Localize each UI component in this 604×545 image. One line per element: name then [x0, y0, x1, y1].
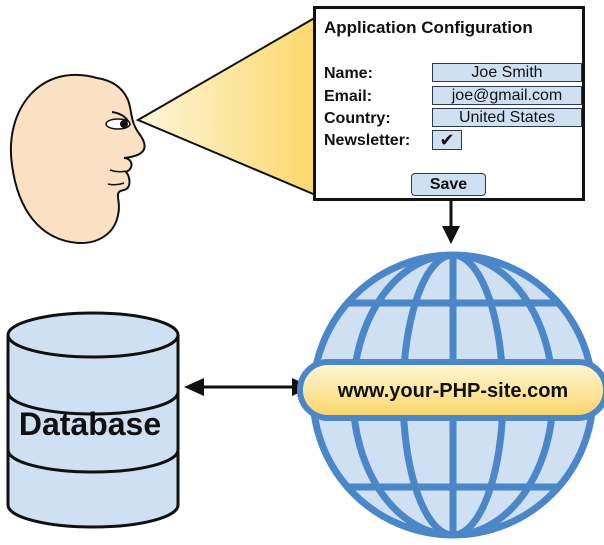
person-face-icon [9, 73, 146, 245]
form-globe-arrow [442, 201, 460, 244]
newsletter-checkbox[interactable]: ✔ [432, 130, 462, 150]
form-title: Application Configuration [324, 18, 533, 37]
email-label: Email: [324, 88, 373, 105]
country-field[interactable]: United States [432, 108, 582, 127]
name-label: Name: [324, 65, 373, 82]
newsletter-label: Newsletter: [324, 132, 411, 149]
application-config-form: Application Configuration Name: Joe Smit… [313, 6, 585, 201]
db-site-arrow [184, 378, 312, 396]
email-field[interactable]: joe@gmail.com [432, 86, 582, 105]
country-label: Country: [324, 110, 391, 127]
save-button[interactable]: Save [411, 173, 486, 196]
database-icon [6, 311, 180, 529]
website-label: www.your-PHP-site.com [337, 380, 568, 402]
name-field[interactable]: Joe Smith [432, 63, 582, 82]
checkmark-icon: ✔ [439, 130, 455, 150]
database-label: Database [19, 406, 161, 442]
sight-cone [135, 14, 319, 198]
website-banner [297, 359, 604, 421]
